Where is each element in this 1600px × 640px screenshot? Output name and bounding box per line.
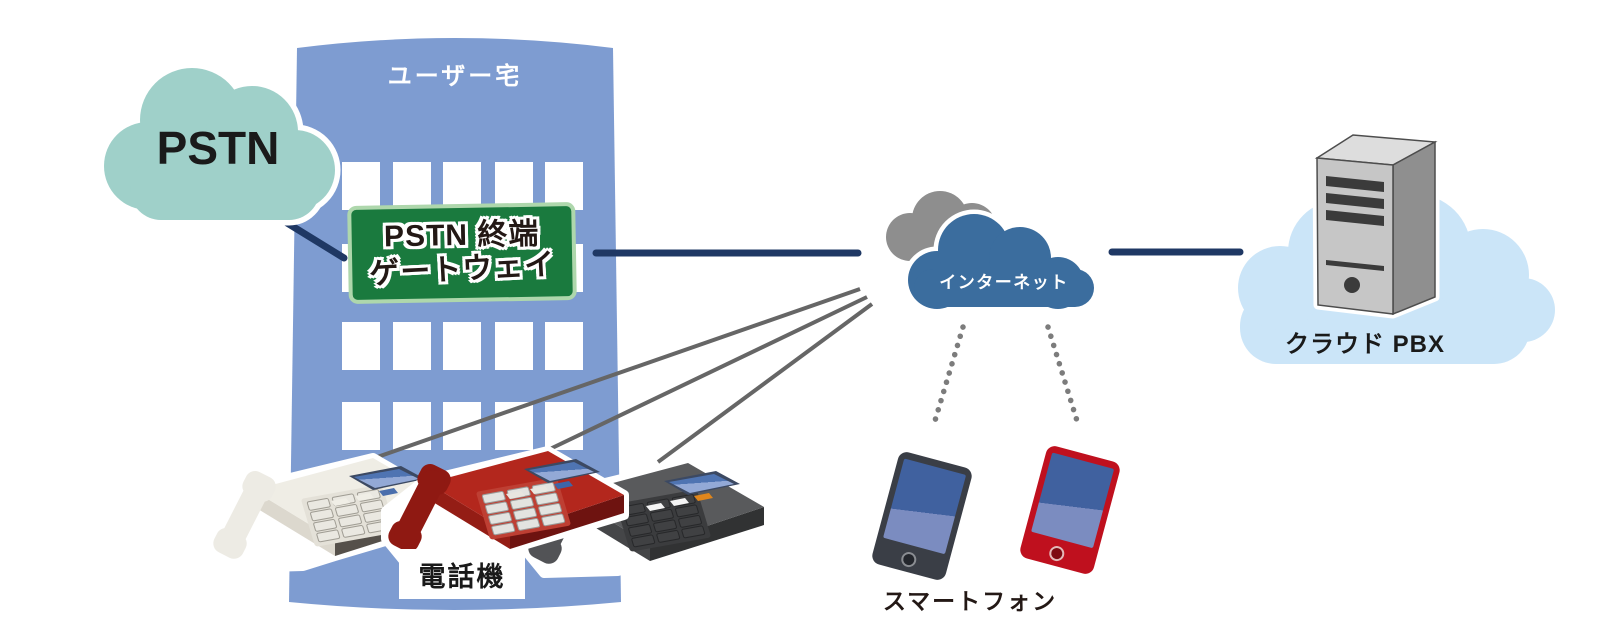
smartphones-label: スマートフォン (882, 588, 1058, 614)
pbx-server (1312, 130, 1440, 319)
desk-phones-label-box: 電話機 (399, 549, 525, 599)
server-power-button (1344, 277, 1360, 293)
link-internet-smartphone1 (931, 324, 966, 427)
pstn-cloud: PSTN (98, 62, 341, 226)
smartphone-black-home-button (899, 550, 918, 569)
pstn-label: PSTN (157, 122, 280, 174)
server-vents (1326, 176, 1384, 293)
smartphone-red-screen (1031, 452, 1115, 549)
smartphone-black-screen (883, 458, 967, 555)
gateway-label-line1: PSTN 終端 (383, 218, 540, 254)
link-phone3-internet (656, 302, 874, 464)
pbx-label: クラウド PBX (1284, 331, 1445, 358)
internet-cloud: インターネット (886, 191, 1099, 314)
internet-label: インターネット (939, 273, 1069, 292)
link-internet-smartphone2 (1045, 324, 1081, 427)
building-label: ユーザー宅 (387, 63, 523, 90)
smartphone-red-home-button (1047, 544, 1066, 563)
desk-phones-label: 電話機 (418, 561, 506, 592)
gateway-label-line2: ゲートウェイ (368, 248, 557, 291)
internet-cloud-front (908, 214, 1094, 309)
smartphone-black (870, 450, 974, 582)
smartphone-red (1018, 444, 1122, 576)
pstn-gateway-box: PSTN 終端 ゲートウェイ (347, 202, 577, 304)
